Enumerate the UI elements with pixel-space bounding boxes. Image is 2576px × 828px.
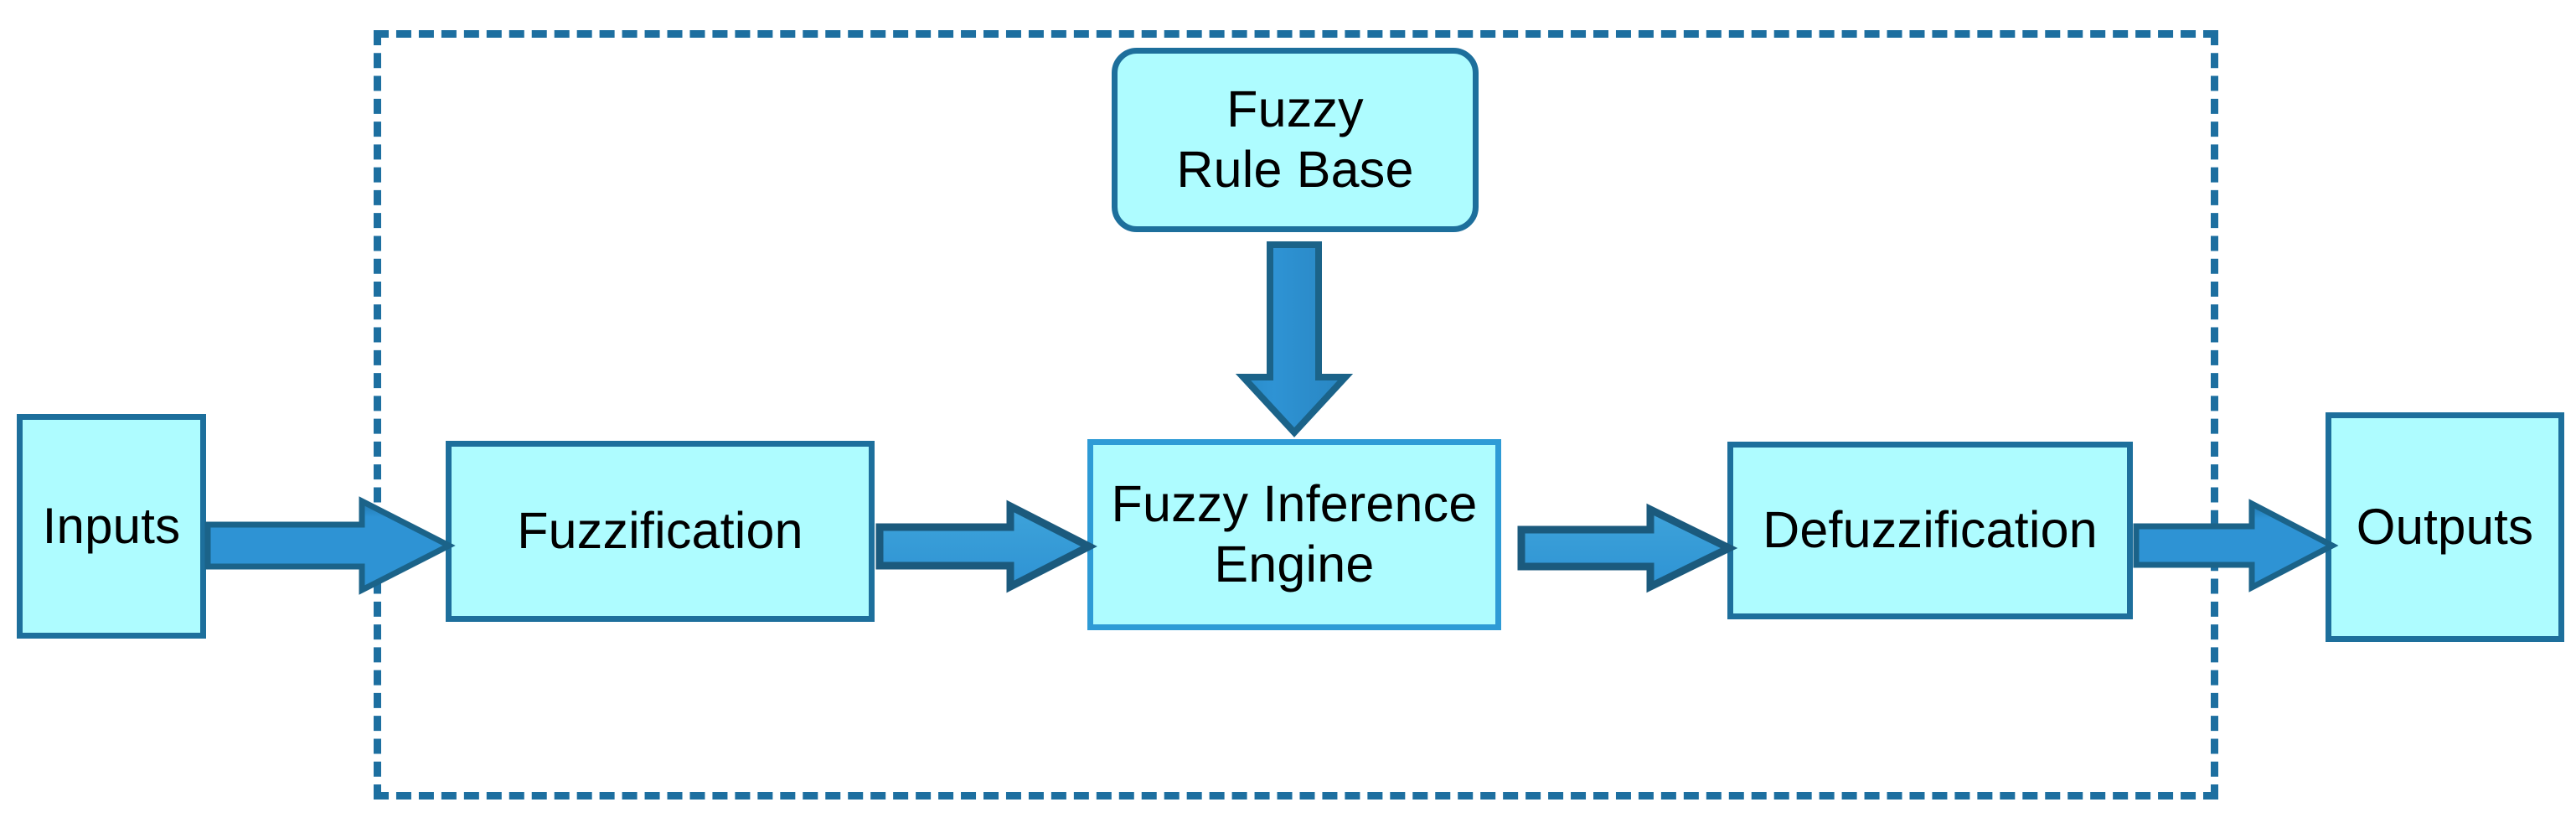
arrow-inference-to-defuzzification — [1517, 503, 1738, 593]
arrow-inputs-to-fuzzification — [204, 496, 456, 595]
node-inputs[interactable]: Inputs — [17, 414, 206, 639]
node-defuzzification[interactable]: Defuzzification — [1727, 442, 2133, 619]
arrow-fuzzification-to-inference — [875, 499, 1097, 593]
node-fuzzification[interactable]: Fuzzification — [446, 441, 875, 622]
node-inputs-label: Inputs — [42, 497, 181, 554]
node-fuzzy-rule-base-label: Fuzzy Rule Base — [1176, 80, 1414, 198]
node-fuzzy-inference-engine[interactable]: Fuzzy Inference Engine — [1087, 439, 1501, 630]
node-defuzzification-label: Defuzzification — [1763, 501, 2098, 559]
node-fuzzification-label: Fuzzification — [517, 502, 803, 560]
node-fuzzy-inference-engine-label: Fuzzy Inference Engine — [1111, 475, 1478, 593]
arrow-defuzzification-to-outputs — [2133, 499, 2339, 593]
node-outputs[interactable]: Outputs — [2326, 412, 2564, 642]
node-fuzzy-rule-base[interactable]: Fuzzy Rule Base — [1112, 48, 1479, 232]
arrow-rule-base-to-inference — [1235, 241, 1354, 437]
node-outputs-label: Outputs — [2356, 498, 2534, 555]
